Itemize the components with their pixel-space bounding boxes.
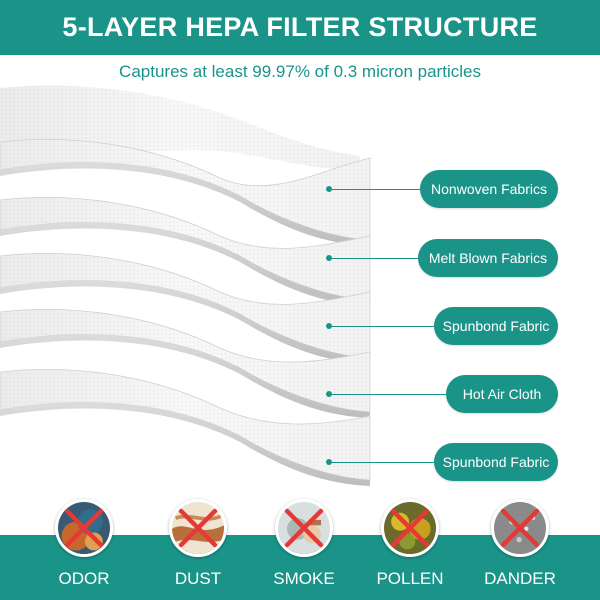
pollutant-odor: ODOR [36, 499, 132, 589]
fabric-sheet-texture-3 [0, 253, 370, 358]
layer-label-1: Nonwoven Fabrics [420, 170, 558, 208]
pollen-icon [381, 499, 439, 557]
connector-dot [326, 323, 332, 329]
fabric-sheet-texture-4 [0, 309, 370, 412]
filter-layers-illustration [0, 85, 371, 486]
connector-dot [326, 186, 332, 192]
pollutant-smoke: SMOKE [256, 499, 352, 589]
dander-icon [491, 499, 549, 557]
connector-line [330, 394, 446, 395]
connector-line [330, 189, 420, 190]
pollutant-label: POLLEN [376, 569, 444, 588]
smoke-icon [275, 499, 333, 557]
fabric-sheet-texture-1 [0, 139, 370, 240]
pollutant-label: DANDER [484, 569, 556, 588]
connector-line [330, 462, 434, 463]
fabric-sheet-edge-3 [0, 280, 370, 364]
layer-label-4: Hot Air Cloth [446, 375, 558, 413]
pollutant-dust: DUST [150, 499, 246, 589]
pollutant-label: SMOKE [273, 569, 335, 588]
layer-label-5: Spunbond Fabric [434, 443, 558, 481]
odor-icon [55, 499, 113, 557]
fabric-sheet-texture-2 [0, 197, 370, 300]
pollutant-pollen: POLLEN [362, 499, 458, 589]
page-title: 5-LAYER HEPA FILTER STRUCTURE [62, 12, 538, 42]
connector-line [330, 326, 434, 327]
dust-icon [169, 499, 227, 557]
fabric-sheet-texture-5 [0, 369, 370, 480]
fabric-sheet-edge-1 [0, 162, 370, 246]
header-band: 5-LAYER HEPA FILTER STRUCTURE [0, 0, 600, 55]
pollutant-label: DUST [174, 569, 222, 588]
fabric-sheet-edge-2 [0, 222, 370, 306]
subtitle: Captures at least 99.97% of 0.3 micron p… [119, 62, 481, 81]
connector-dot [326, 255, 332, 261]
layer-label-3: Spunbond Fabric [434, 307, 558, 345]
pollutant-label: ODOR [58, 569, 110, 588]
connector-dot [326, 391, 332, 397]
pollutant-dander: DANDER [472, 499, 568, 589]
fabric-sheet-edge-4 [0, 334, 370, 418]
connector-dot [326, 459, 332, 465]
fabric-sheet-edge-5 [0, 402, 370, 486]
connector-line [330, 258, 418, 259]
layer-label-2: Melt Blown Fabrics [418, 239, 558, 277]
